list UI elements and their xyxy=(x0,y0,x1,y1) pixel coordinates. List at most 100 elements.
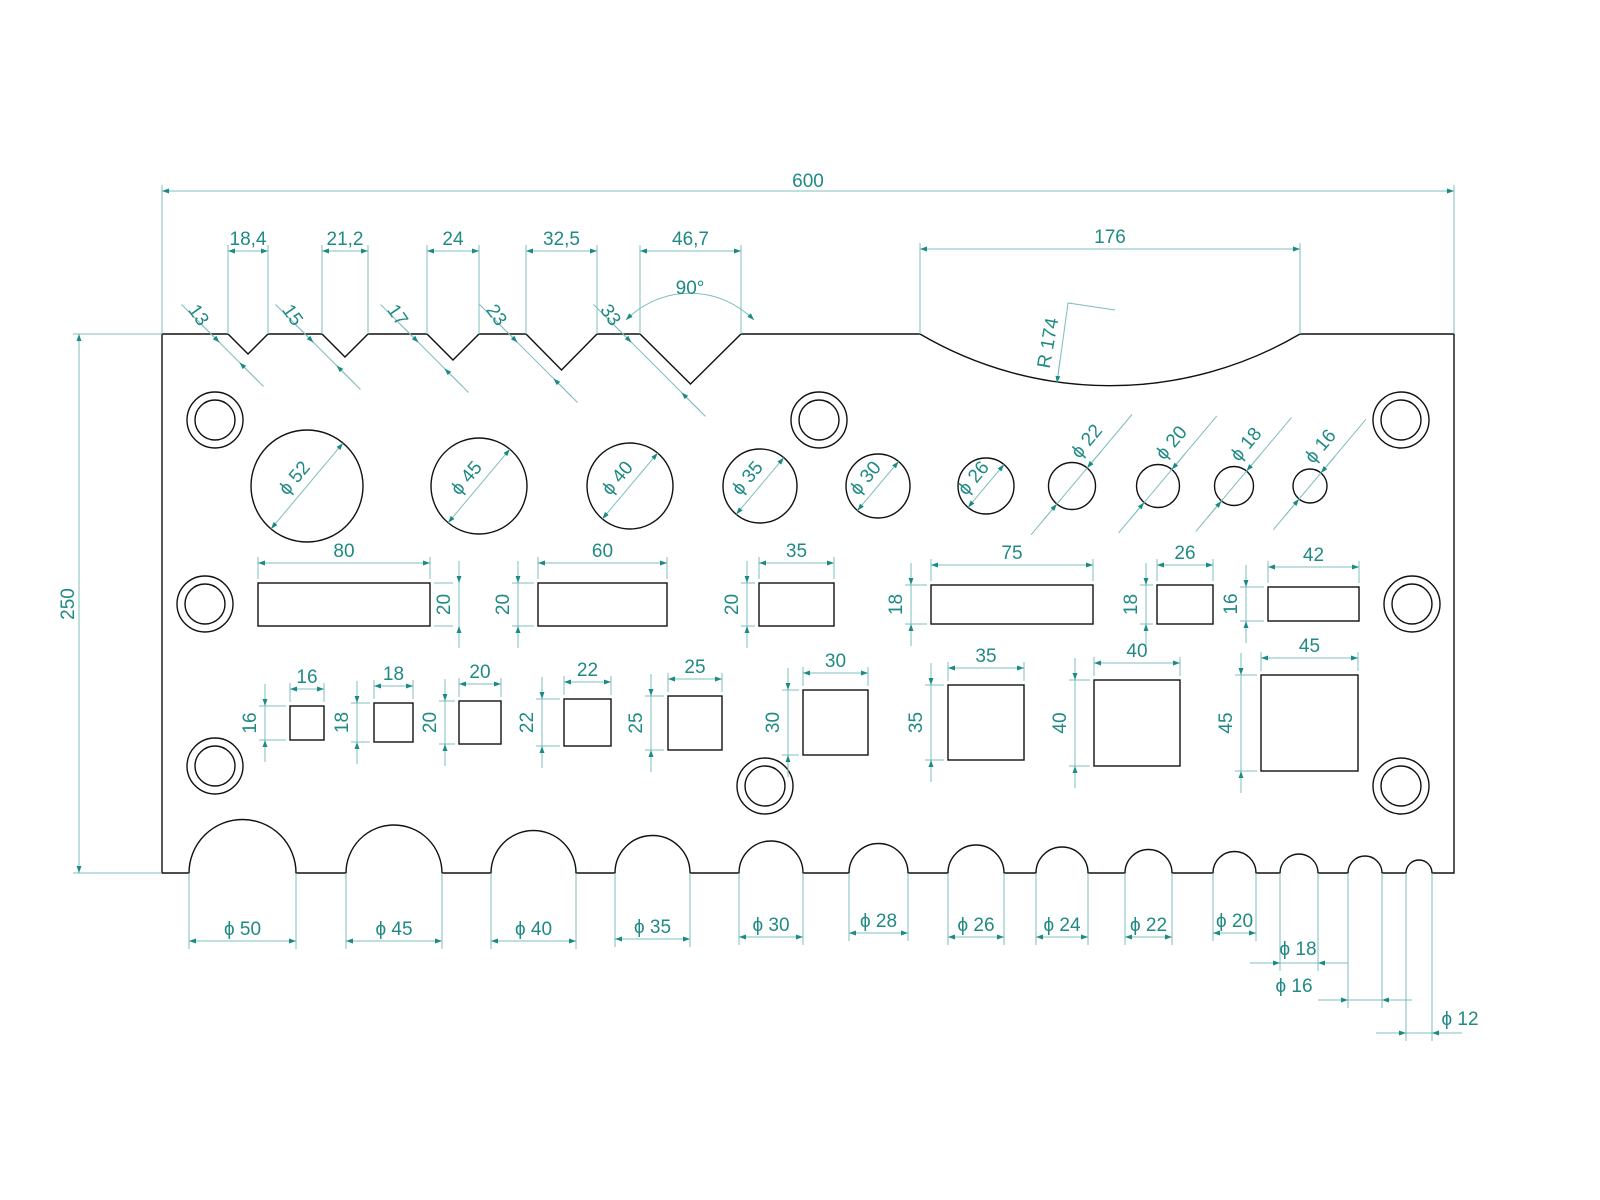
hole-diameter-label: ϕ 20 xyxy=(1152,422,1192,464)
vertical-dimension-label: 20 xyxy=(722,594,743,615)
dimension-arrow xyxy=(295,324,314,343)
mounting-hole-outer xyxy=(176,575,234,633)
mounting-hole-inner xyxy=(1380,399,1422,441)
vertical-dimension-label: 40 xyxy=(1050,712,1071,733)
dimension-arrow xyxy=(1129,502,1145,520)
mounting-hole-outer xyxy=(186,391,244,449)
round-hole xyxy=(430,437,528,535)
dimension-arrow xyxy=(400,324,419,343)
vertical-dimension-label: 45 xyxy=(1216,712,1237,733)
mounting-hole-outer xyxy=(1372,391,1430,449)
square-hole xyxy=(458,700,502,745)
dimension-label: 35 xyxy=(975,646,996,667)
dimension-label: 25 xyxy=(684,657,705,678)
mounting-hole-outer xyxy=(186,737,244,795)
vertical-dimension-label: 20 xyxy=(434,594,455,615)
square-hole xyxy=(802,689,869,756)
hole-diameter-label: ϕ 16 xyxy=(1301,426,1341,468)
mounting-hole-inner xyxy=(194,745,236,787)
mounting-hole-outer xyxy=(1372,757,1430,815)
dimension-label: 42 xyxy=(1303,545,1324,566)
dimension-label: 24 xyxy=(442,229,464,250)
vertical-dimension-label: 35 xyxy=(906,712,927,733)
round-hole xyxy=(1292,468,1328,504)
round-hole xyxy=(250,429,364,543)
hole-diameter-label: ϕ 22 xyxy=(1067,421,1107,463)
slot-diameter-label: ϕ 24 xyxy=(1043,915,1080,936)
slot-diameter-label: ϕ 20 xyxy=(1216,911,1253,932)
dimension-arrow xyxy=(1320,455,1336,474)
square-hole xyxy=(289,705,325,741)
slot-diameter-label: ϕ 45 xyxy=(375,919,412,940)
notch-depth-label: 17 xyxy=(382,301,411,330)
dimension-label: 46,7 xyxy=(672,229,709,250)
vertical-dimension-label: 22 xyxy=(517,712,538,733)
mounting-hole-outer xyxy=(736,757,794,815)
mounting-hole-inner xyxy=(1391,583,1433,625)
hole-diameter-label: ϕ 45 xyxy=(447,458,487,500)
round-hole xyxy=(957,457,1015,515)
square-hole xyxy=(563,698,612,747)
dimension-arrow xyxy=(1171,452,1187,470)
dimension-label: 176 xyxy=(1094,227,1126,248)
hole-diameter-label: ϕ 26 xyxy=(954,458,994,500)
vertical-dimension-label: 20 xyxy=(493,594,514,615)
notch-depth-label: 15 xyxy=(277,301,306,330)
notch-depth-label: 23 xyxy=(481,301,510,330)
mounting-hole-outer xyxy=(1383,575,1441,633)
vertical-dimension-label: 25 xyxy=(626,712,647,733)
angle-dimension xyxy=(625,292,755,321)
radius-label: R 174 xyxy=(1034,316,1064,370)
mounting-hole-inner xyxy=(184,583,226,625)
plate-outline xyxy=(161,333,1455,874)
mounting-hole-inner xyxy=(798,399,840,441)
dimension-label: 18,4 xyxy=(230,229,267,250)
slot-diameter-label: ϕ 30 xyxy=(752,915,789,936)
overall-height-label: 250 xyxy=(58,588,79,620)
square-hole xyxy=(373,702,414,743)
slot-diameter-label: ϕ 22 xyxy=(1130,915,1167,936)
round-hole xyxy=(1047,461,1097,511)
square-hole xyxy=(1260,674,1359,772)
vertical-dimension-label: 18 xyxy=(1121,594,1142,615)
square-hole xyxy=(1093,679,1181,767)
dimension-arrow xyxy=(681,392,700,411)
dimension-label: 22 xyxy=(577,660,598,681)
diameter-dimension xyxy=(857,461,899,511)
dimension-arrow xyxy=(201,324,220,343)
dimension-arrow xyxy=(1055,359,1061,384)
hole-diameter-label: ϕ 35 xyxy=(728,458,768,500)
hole-diameter-label: ϕ 52 xyxy=(275,458,315,500)
slot-diameter-label: ϕ 16 xyxy=(1275,976,1312,997)
mounting-hole-inner xyxy=(1380,765,1422,807)
diameter-dimension xyxy=(967,464,1005,508)
vertical-dimension-label: 20 xyxy=(420,712,441,733)
dimension-label: 40 xyxy=(1126,641,1147,662)
dimension-label: 16 xyxy=(296,667,317,688)
slot-diameter-label: ϕ 40 xyxy=(515,919,552,940)
dimension-label: 20 xyxy=(469,662,490,683)
dimension-arrow xyxy=(1086,450,1102,469)
dimension-arrow xyxy=(553,378,572,397)
hole-diameter-label: ϕ 40 xyxy=(598,458,638,500)
mounting-hole-inner xyxy=(744,765,786,807)
angle-label: 90° xyxy=(676,278,705,299)
round-hole xyxy=(722,448,798,524)
notch-depth-label: 33 xyxy=(595,301,624,330)
dimension-arrow xyxy=(499,324,518,343)
overall-width-label: 600 xyxy=(792,171,824,192)
square-hole xyxy=(947,684,1025,761)
dimension-label: 30 xyxy=(825,651,846,672)
vertical-dimension-label: 18 xyxy=(332,712,353,733)
plate-outline-group xyxy=(161,333,1455,874)
dimension-label: 35 xyxy=(786,541,807,562)
slot-diameter-label: ϕ 26 xyxy=(957,915,994,936)
diameter-dimension xyxy=(447,448,511,524)
vertical-dimension-label: 16 xyxy=(240,712,261,733)
slot-diameter-label: ϕ 50 xyxy=(224,919,261,940)
round-hole xyxy=(1213,465,1255,507)
dimension-label: 21,2 xyxy=(327,229,364,250)
dimension-label: 75 xyxy=(1001,543,1022,564)
vertical-dimension-label: 30 xyxy=(763,712,784,733)
diameter-dimension xyxy=(601,452,659,520)
